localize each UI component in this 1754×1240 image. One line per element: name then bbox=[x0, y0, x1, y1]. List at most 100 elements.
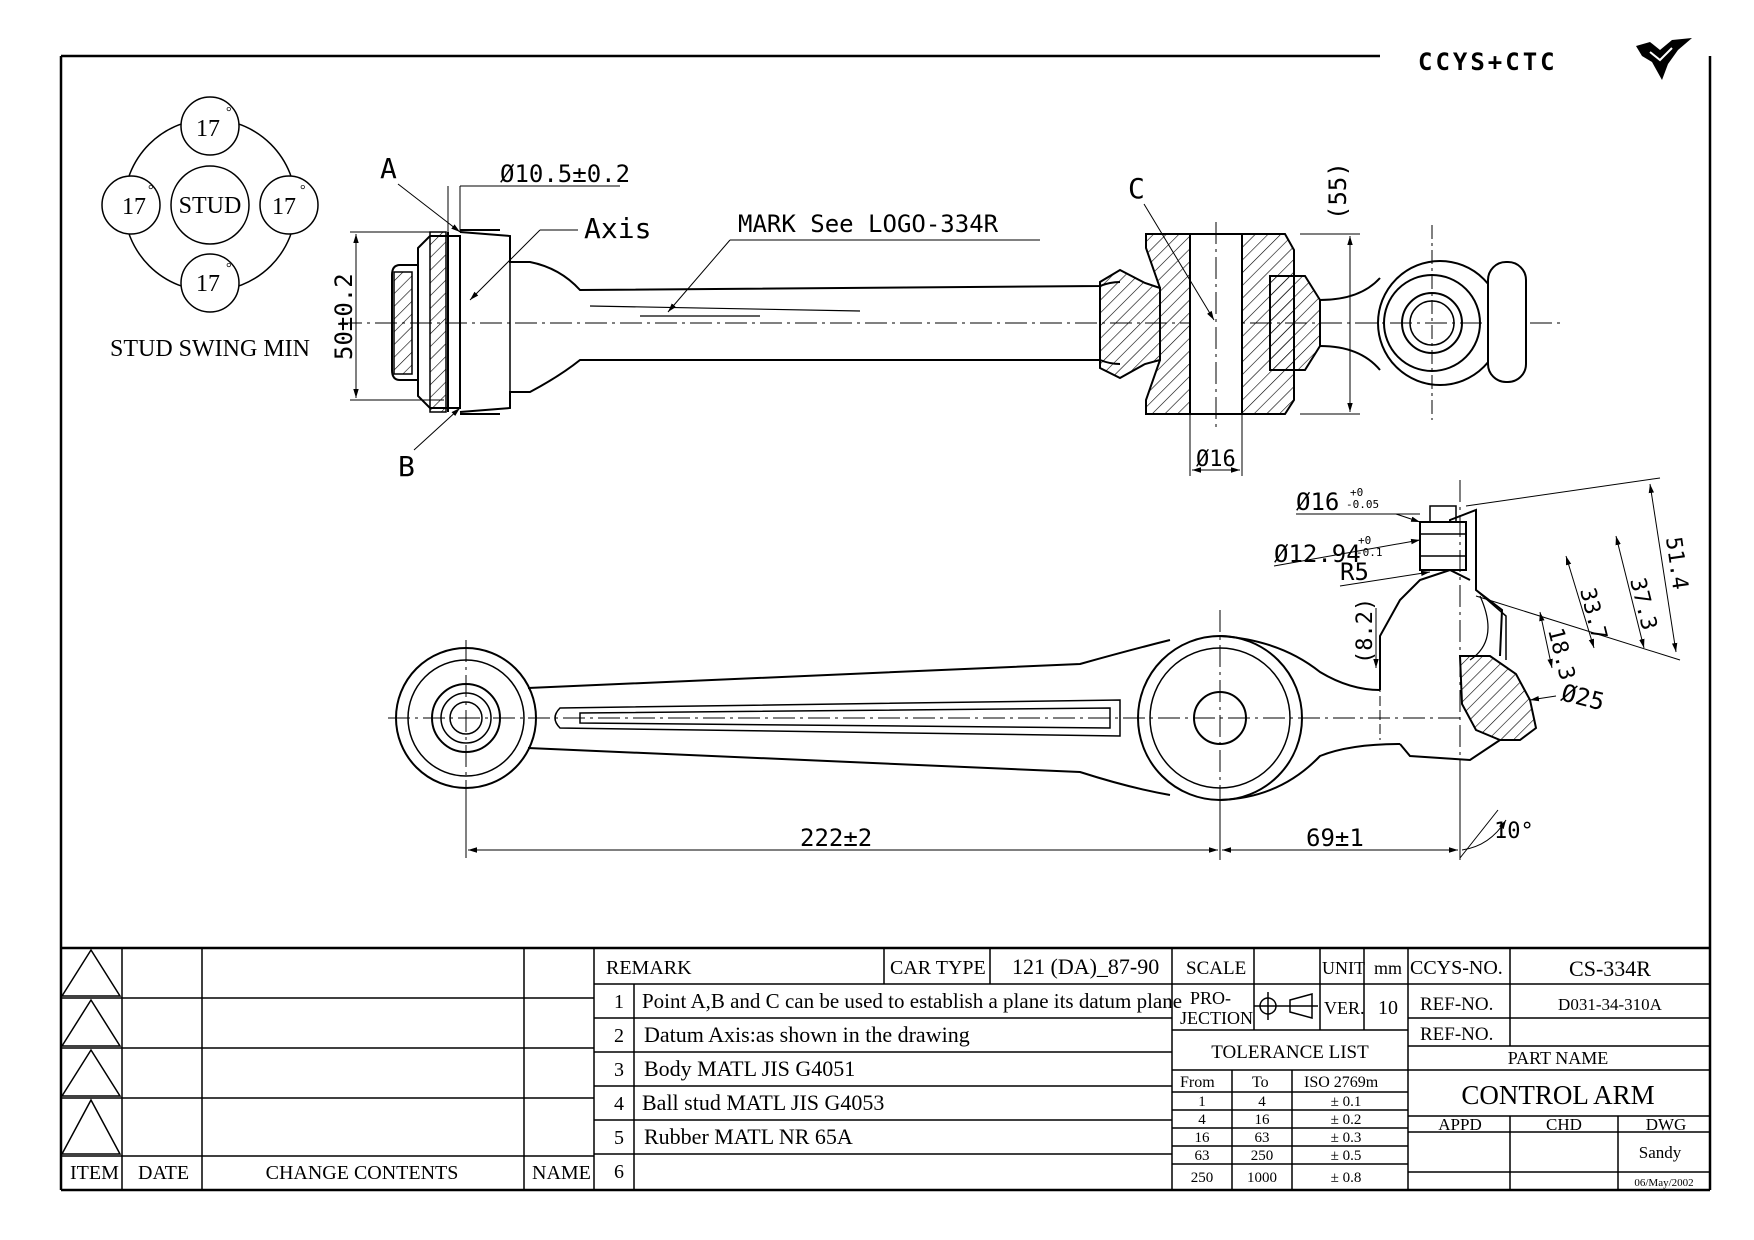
ver-value: 10 bbox=[1378, 997, 1398, 1019]
degree-mark: ° bbox=[148, 183, 154, 198]
car-type-value: 121 (DA)_87-90 bbox=[1012, 954, 1159, 979]
remark-num-2: 2 bbox=[614, 1025, 624, 1047]
dim-222: 222±2 bbox=[800, 824, 872, 852]
axis-label: Axis bbox=[584, 212, 651, 245]
projection-label-2: JECTION bbox=[1180, 1008, 1253, 1028]
remark-text-4: Ball stud MATL JIS G4053 bbox=[642, 1090, 884, 1115]
tol-to: 250 bbox=[1251, 1148, 1274, 1164]
ccys-no-value: CS-334R bbox=[1569, 956, 1651, 981]
swing-angle-top: 17 bbox=[196, 116, 220, 142]
unit-value: mm bbox=[1374, 958, 1402, 978]
dim-16-top: Ø16 bbox=[1196, 447, 1236, 472]
tol-value: ± 0.5 bbox=[1331, 1148, 1362, 1164]
part-name-label: PART NAME bbox=[1508, 1048, 1608, 1068]
dim-8-2: (8.2) bbox=[1353, 598, 1378, 664]
dim-height: 50±0.2 bbox=[330, 273, 358, 360]
ref-no-value: D031-34-310A bbox=[1558, 995, 1663, 1014]
ref-no-label-2: REF-NO. bbox=[1420, 1024, 1493, 1045]
logo-text: CCYS+CTC bbox=[1418, 48, 1558, 76]
remark-num-5: 5 bbox=[614, 1127, 624, 1149]
tol-value: ± 0.8 bbox=[1331, 1170, 1362, 1186]
tol-value: ± 0.3 bbox=[1331, 1130, 1362, 1146]
tolerance-title: TOLERANCE LIST bbox=[1211, 1042, 1369, 1063]
col-date: DATE bbox=[138, 1162, 189, 1184]
company-logo: CCYS+CTC bbox=[1418, 38, 1692, 80]
dim-hole-dia: Ø10.5±0.2 bbox=[500, 160, 630, 188]
swing-angle-left: 17 bbox=[122, 194, 146, 220]
degree-mark: ° bbox=[226, 105, 232, 120]
ccys-no-label: CCYS-NO. bbox=[1410, 957, 1503, 979]
chd-label: CHD bbox=[1546, 1115, 1582, 1134]
top-view: Ø10.5±0.2 50±0.2 A B Axis MARK See LOGO-… bbox=[330, 152, 1560, 483]
title-block bbox=[60, 946, 1710, 1190]
car-type-label: CAR TYPE bbox=[890, 957, 986, 979]
dim-69: 69±1 bbox=[1306, 824, 1364, 852]
tol-header-from: From bbox=[1180, 1074, 1215, 1091]
logo-emblem-icon bbox=[1636, 38, 1692, 80]
degree-mark: ° bbox=[300, 183, 306, 198]
col-change-contents: CHANGE CONTENTS bbox=[266, 1162, 459, 1184]
tol-value: ± 0.2 bbox=[1331, 1112, 1362, 1128]
swing-angle-bottom: 17 bbox=[196, 271, 220, 297]
dwg-label: DWG bbox=[1646, 1115, 1687, 1134]
tol-to: 16 bbox=[1255, 1112, 1271, 1128]
angle-10: 10° bbox=[1494, 819, 1534, 844]
drawn-by: Sandy bbox=[1639, 1143, 1682, 1162]
mark-label: MARK See LOGO-334R bbox=[738, 210, 999, 238]
remark-text-3: Body MATL JIS G4051 bbox=[644, 1056, 855, 1081]
tol-value: ± 0.1 bbox=[1331, 1094, 1362, 1110]
point-a-label: A bbox=[380, 152, 397, 185]
remark-text-2: Datum Axis:as shown in the drawing bbox=[644, 1022, 970, 1047]
tol-to: 4 bbox=[1258, 1094, 1266, 1110]
dim-16-tol-dn: -0.05 bbox=[1346, 498, 1379, 511]
tol-from: 16 bbox=[1195, 1130, 1211, 1146]
ref-no-label: REF-NO. bbox=[1420, 994, 1493, 1015]
dim-16-tol-up: +0 bbox=[1350, 486, 1363, 499]
col-name: NAME bbox=[532, 1162, 591, 1184]
remark-num-1: 1 bbox=[614, 991, 624, 1013]
dim-33-7: 33.7 bbox=[1574, 585, 1611, 642]
degree-mark: ° bbox=[226, 261, 232, 276]
remark-num-4: 4 bbox=[614, 1093, 624, 1115]
remark-text-1: Point A,B and C can be used to establish… bbox=[642, 989, 1182, 1013]
stud-label: STUD bbox=[179, 193, 242, 219]
col-item: ITEM bbox=[70, 1162, 119, 1184]
ver-label: VER. bbox=[1324, 998, 1365, 1018]
bottom-view: 222±2 69±1 10° (8.2) Ø16 +0 -0.05 Ø12.94… bbox=[388, 477, 1692, 860]
tol-to: 1000 bbox=[1247, 1170, 1277, 1186]
remark-num-6: 6 bbox=[614, 1161, 624, 1183]
part-name-value: CONTROL ARM bbox=[1461, 1080, 1654, 1110]
tol-from: 4 bbox=[1198, 1112, 1206, 1128]
tol-to: 63 bbox=[1255, 1130, 1270, 1146]
stud-swing-caption: STUD SWING MIN bbox=[110, 336, 310, 362]
revision-table bbox=[60, 948, 595, 1190]
unit-label: UNIT bbox=[1322, 958, 1365, 978]
swing-angle-right: 17 bbox=[272, 194, 296, 220]
drawing-date: 06/May/2002 bbox=[1634, 1177, 1693, 1189]
dim-25: Ø25 bbox=[1559, 679, 1608, 717]
dim-12-94-tol-dn: -0.1 bbox=[1356, 546, 1383, 559]
scale-label: SCALE bbox=[1186, 958, 1246, 979]
point-b-label: B bbox=[398, 450, 415, 483]
remark-label: REMARK bbox=[606, 957, 692, 979]
border-frame bbox=[59, 54, 1712, 1192]
tol-from: 250 bbox=[1191, 1170, 1214, 1186]
point-c-label: C bbox=[1128, 172, 1145, 205]
remark-text-5: Rubber MATL NR 65A bbox=[644, 1124, 853, 1149]
stud-swing-diagram: STUD 17 17 17 17 ° ° ° ° STUD SWING MIN bbox=[101, 96, 319, 362]
tol-header-to: To bbox=[1252, 1074, 1269, 1091]
projection-label-1: PRO- bbox=[1190, 988, 1231, 1008]
dim-12-94-tol-up: +0 bbox=[1358, 534, 1371, 547]
tol-header-iso: ISO 2769m bbox=[1304, 1074, 1379, 1091]
dim-16-ball: Ø16 bbox=[1296, 488, 1339, 516]
radius-r5: R5 bbox=[1340, 558, 1369, 586]
dim-18-3: 18.3 bbox=[1542, 625, 1579, 682]
remark-num-3: 3 bbox=[614, 1059, 624, 1081]
tol-from: 63 bbox=[1195, 1148, 1210, 1164]
dim-55: (55) bbox=[1324, 162, 1352, 220]
tol-from: 1 bbox=[1198, 1094, 1206, 1110]
title-block-text: ITEM DATE CHANGE CONTENTS NAME REMARK CA… bbox=[70, 954, 1694, 1189]
appd-label: APPD bbox=[1438, 1115, 1481, 1134]
dim-37-3: 37.3 bbox=[1624, 575, 1661, 632]
